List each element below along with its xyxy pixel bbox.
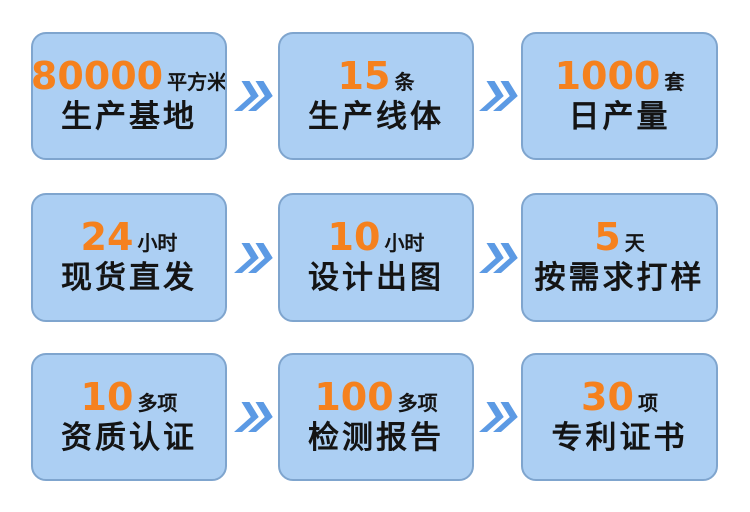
stat-card-test-reports: 100 多项 检测报告 xyxy=(278,353,474,481)
stat-unit: 套 xyxy=(664,69,685,94)
stat-unit: 小时 xyxy=(384,231,425,256)
stat-number-line: 15 条 xyxy=(337,53,415,98)
stat-card-stock-shipping: 24 小时 现货直发 xyxy=(31,193,227,322)
stat-label: 日产量 xyxy=(568,98,671,135)
stat-number: 5 xyxy=(594,215,621,260)
stat-number: 100 xyxy=(314,374,394,419)
double-chevron-icon xyxy=(474,193,521,322)
stat-number-line: 10 小时 xyxy=(327,215,425,260)
stat-label: 专利证书 xyxy=(551,419,688,456)
stat-card-daily-output: 1000 套 日产量 xyxy=(521,32,718,160)
stat-number-line: 24 小时 xyxy=(80,215,178,260)
stat-number: 1000 xyxy=(554,53,661,98)
stat-unit: 项 xyxy=(637,390,658,415)
stat-number: 80000 xyxy=(31,53,164,98)
stats-grid: 80000 平方米 生产基地 15 条 生产线体 xyxy=(31,32,718,481)
stat-label: 设计出图 xyxy=(308,260,444,297)
stat-number: 15 xyxy=(337,53,391,98)
stat-card-qualifications: 10 多项 资质认证 xyxy=(31,353,227,481)
double-chevron-icon xyxy=(227,32,278,160)
stat-number: 24 xyxy=(80,215,134,260)
stat-unit: 条 xyxy=(394,69,415,94)
stat-number-line: 30 项 xyxy=(581,374,658,419)
stat-number: 30 xyxy=(581,374,634,419)
double-chevron-icon xyxy=(474,353,521,481)
stat-card-production-base: 80000 平方米 生产基地 xyxy=(31,32,227,160)
stat-number-line: 10 多项 xyxy=(80,374,178,419)
stat-label: 按需求打样 xyxy=(534,260,705,297)
stat-number-line: 80000 平方米 xyxy=(31,53,227,98)
stat-label: 检测报告 xyxy=(308,419,444,456)
stat-number-line: 1000 套 xyxy=(554,53,685,98)
stat-card-design-drawings: 10 小时 设计出图 xyxy=(278,193,474,322)
stat-unit: 天 xyxy=(624,231,645,256)
double-chevron-icon xyxy=(227,353,278,481)
stat-unit: 小时 xyxy=(137,231,178,256)
stat-label: 生产基地 xyxy=(61,98,197,135)
stat-number-line: 100 多项 xyxy=(314,374,438,419)
stat-unit: 多项 xyxy=(397,390,438,415)
stat-card-patents: 30 项 专利证书 xyxy=(521,353,718,481)
stat-card-sampling-on-demand: 5 天 按需求打样 xyxy=(521,193,718,322)
stat-unit: 平方米 xyxy=(167,69,227,94)
stat-unit: 多项 xyxy=(137,390,178,415)
stat-number: 10 xyxy=(80,374,134,419)
stat-label: 生产线体 xyxy=(308,98,444,135)
stat-number: 10 xyxy=(327,215,381,260)
double-chevron-icon xyxy=(227,193,278,322)
double-chevron-icon xyxy=(474,32,521,160)
stat-label: 现货直发 xyxy=(61,260,197,297)
stat-number-line: 5 天 xyxy=(594,215,645,260)
stat-card-production-lines: 15 条 生产线体 xyxy=(278,32,474,160)
stat-label: 资质认证 xyxy=(61,419,197,456)
